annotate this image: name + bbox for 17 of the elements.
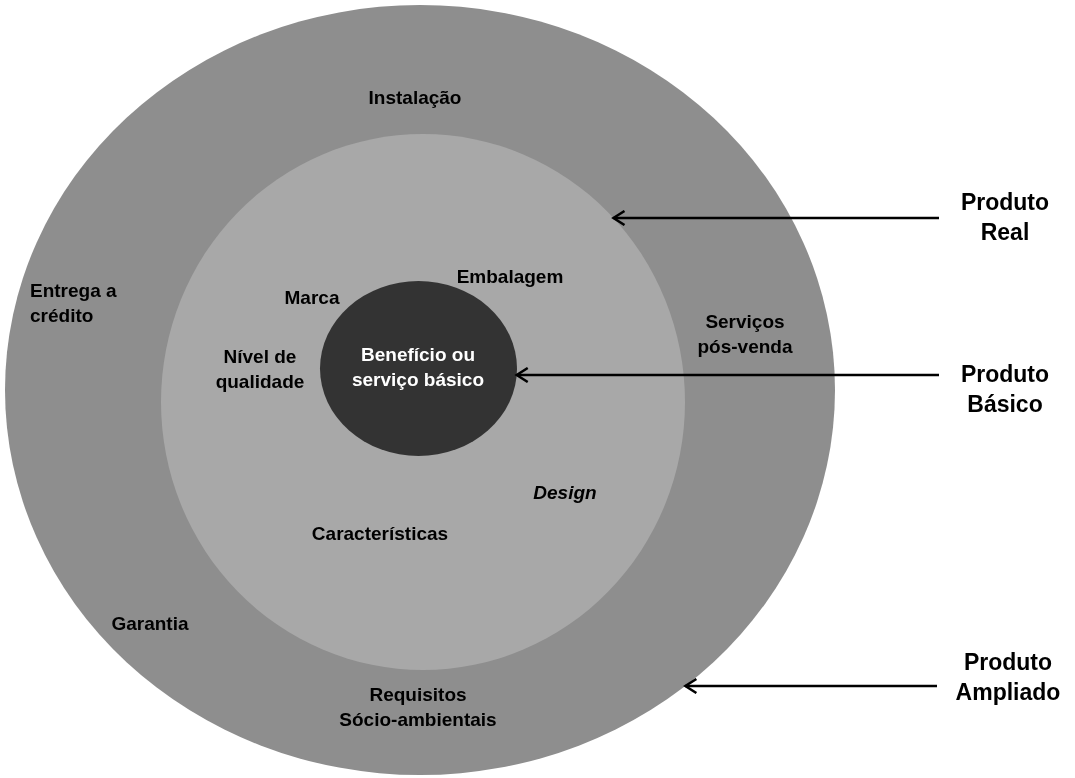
attribute-label: Instalação xyxy=(367,85,463,110)
attribute-label: Características xyxy=(310,521,450,546)
core-label: Benefício ou serviço básico xyxy=(351,343,485,392)
attribute-label: Entrega a crédito xyxy=(30,279,118,328)
level-label: Produto Ampliado xyxy=(943,648,1073,708)
attribute-label: Design xyxy=(532,480,598,505)
attribute-label: Marca xyxy=(283,285,341,310)
arrow xyxy=(612,209,939,227)
attribute-label: Serviços pós-venda xyxy=(696,310,794,359)
attribute-label: Garantia xyxy=(110,611,190,636)
attribute-label: Requisitos Sócio-ambientais xyxy=(338,683,498,732)
level-label: Produto Real xyxy=(945,188,1065,248)
attribute-label: Nível de qualidade xyxy=(214,345,306,394)
arrow xyxy=(684,677,937,695)
level-label: Produto Básico xyxy=(945,360,1065,420)
attribute-label: Embalagem xyxy=(455,264,565,289)
arrow xyxy=(515,366,939,384)
